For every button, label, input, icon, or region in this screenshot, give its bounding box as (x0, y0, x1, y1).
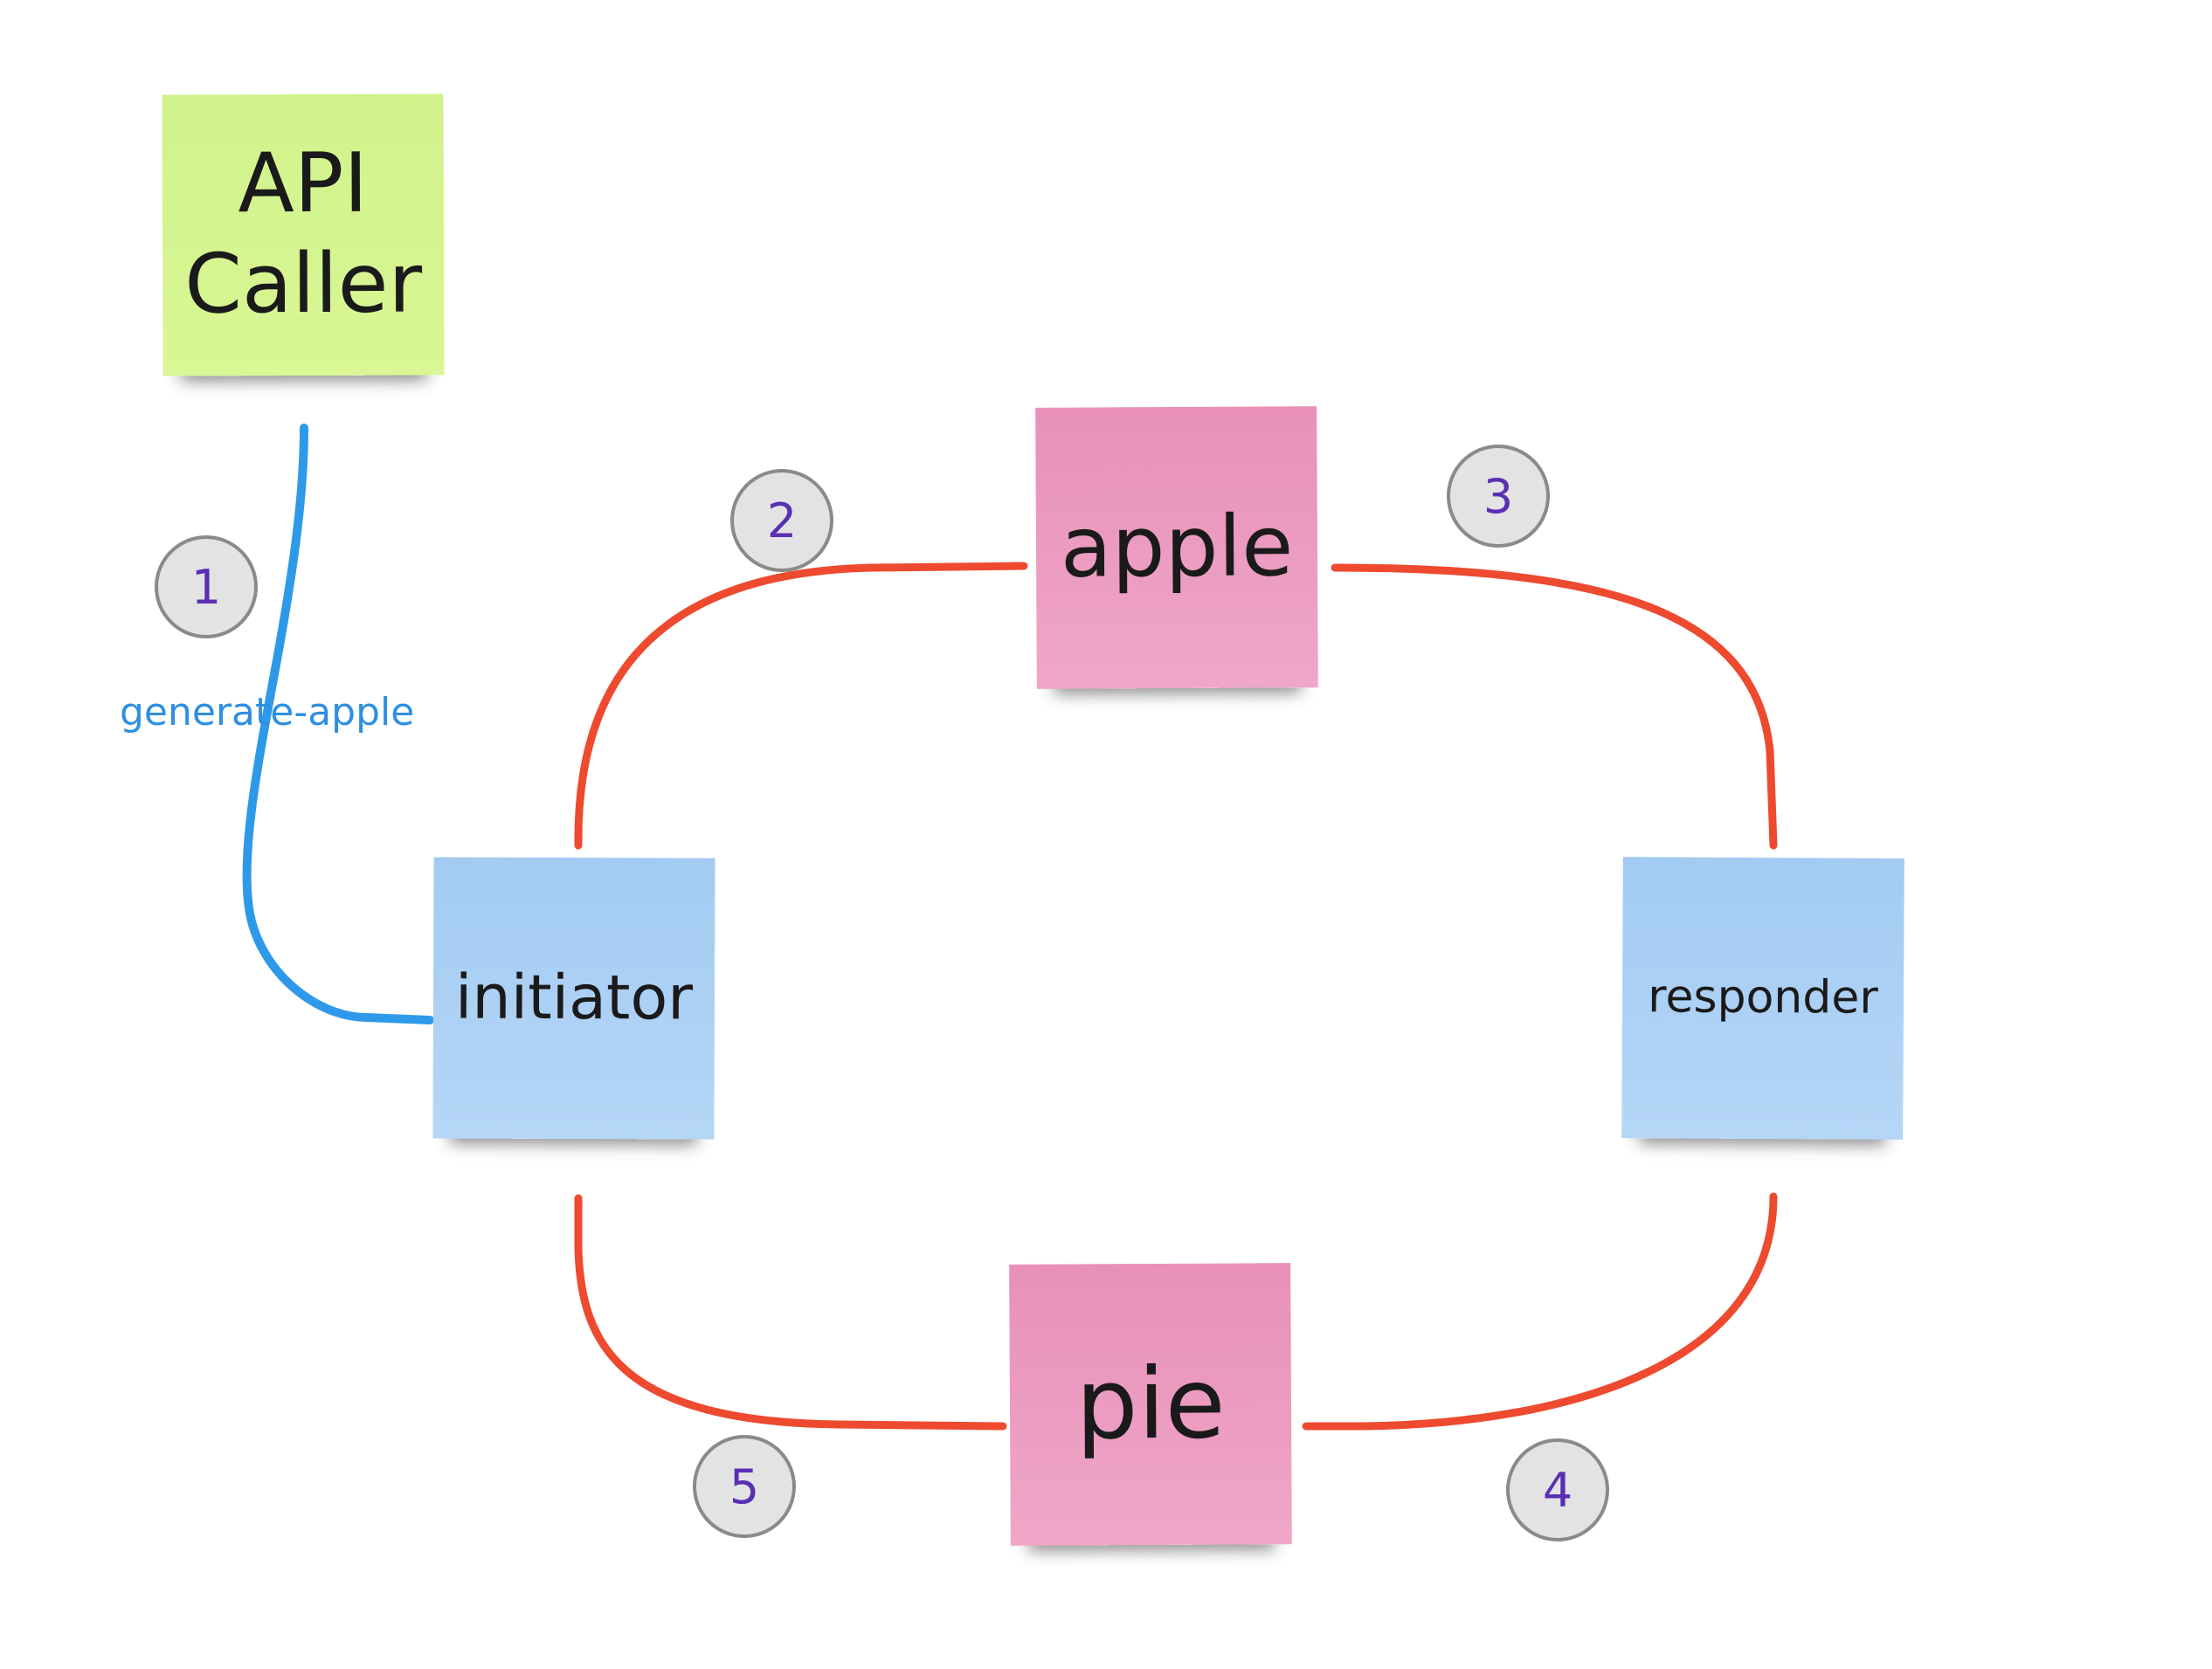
pie-note: pie (1009, 1263, 1292, 1546)
responder-label: responder (1648, 970, 1878, 1024)
step-badge-1: 1 (155, 535, 258, 638)
arrow-responder-to-pie (1302, 1192, 1778, 1431)
arrow-pie-to-initiator (574, 1194, 1007, 1431)
initiator-note: initiator (432, 857, 715, 1140)
step-number: 3 (1483, 468, 1514, 524)
step-badge-5: 5 (693, 1435, 796, 1538)
step-badge-4: 4 (1506, 1438, 1609, 1541)
api-caller-note: API Caller (162, 93, 445, 376)
arrow-apple-to-responder (1331, 563, 1778, 850)
arrow-initiator-to-apple (574, 562, 1028, 850)
api-caller-label: API Caller (184, 136, 423, 333)
step-number: 4 (1542, 1462, 1573, 1518)
step-badge-2: 2 (730, 469, 833, 572)
apple-label: apple (1060, 497, 1294, 597)
step-number: 2 (766, 493, 798, 548)
step-number: 1 (190, 559, 222, 615)
pie-label: pie (1075, 1347, 1226, 1462)
step-number: 5 (729, 1459, 760, 1514)
step-badge-3: 3 (1447, 445, 1550, 548)
generate-apple-label: generate-apple (120, 690, 415, 734)
apple-note: apple (1035, 406, 1318, 689)
responder-note: responder (1621, 857, 1904, 1140)
initiator-label: initiator (454, 961, 694, 1034)
